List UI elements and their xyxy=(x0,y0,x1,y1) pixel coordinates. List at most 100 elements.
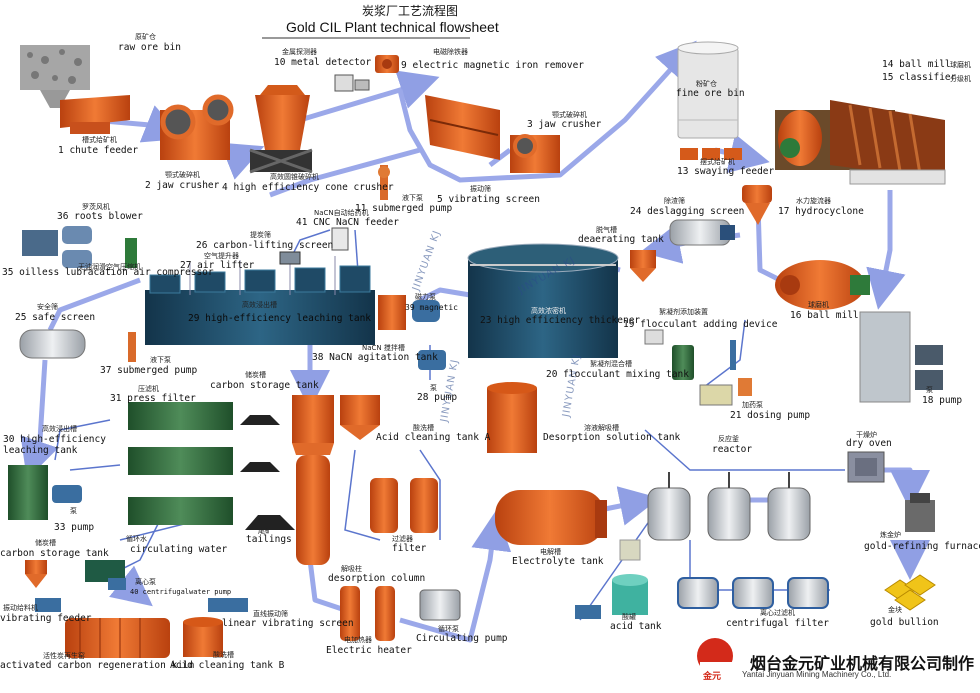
label-acid-tank: acid tank xyxy=(610,621,662,632)
cnc-nacn-feeder xyxy=(331,227,349,251)
submerged-pump-11 xyxy=(378,165,390,200)
label-submerged-pump-37-cn: 液下泵 xyxy=(150,356,171,364)
refining-furnace xyxy=(905,493,935,532)
thin-line-12 xyxy=(699,319,746,391)
vibrating-feeder xyxy=(35,598,61,612)
carbon-lifting-screen xyxy=(279,251,301,265)
flow-line-16 xyxy=(307,559,346,613)
label-desorption-solution: Desorption solution tank xyxy=(543,432,681,443)
label-cone-crusher: 4 high efficiency cone crusher xyxy=(222,182,394,193)
thin-line-11 xyxy=(579,519,651,621)
label-magnetic-39-cn: 磁力泵 xyxy=(415,293,436,301)
label-hydrocyclone-cn: 水力旋流器 xyxy=(796,197,831,205)
label-hydrocyclone: 17 hydrocyclone xyxy=(778,206,864,217)
label-deslagging-screen-cn: 除渣筛 xyxy=(664,197,685,205)
label-iron-remover-cn: 电磁除铁器 xyxy=(433,48,468,56)
label-jaw-crusher-3-cn: 颚式破碎机 xyxy=(552,111,587,119)
label-leaching-tank: 29 high-efficiency leaching tank xyxy=(188,313,372,324)
label-ball-mill-16: 16 ball mill xyxy=(790,310,859,321)
flow-line-15 xyxy=(20,359,59,480)
label-leaching-30-cn: 高效浸出槽 xyxy=(42,425,77,433)
label-circulating-pump: Circulating pump xyxy=(416,633,508,644)
label-classifier-cn: 分级机 xyxy=(950,75,971,83)
label-electrolyte-tank: Electrolyte tank xyxy=(512,556,604,567)
label-air-compressor-cn: 无油润滑空气压缩机 xyxy=(78,263,141,271)
label-jaw-crusher-2-cn: 颚式破碎机 xyxy=(165,171,200,179)
label-acid-cleaning-a-cn: 酸洗槽 xyxy=(413,424,434,432)
label-raw-ore-bin: raw ore bin xyxy=(118,42,181,53)
label-jaw-crusher-3: 3 jaw crusher xyxy=(527,119,602,130)
label-flocculant-adding: 19 flocculant adding device xyxy=(623,319,778,330)
acid-tank xyxy=(575,539,648,619)
classifier xyxy=(830,100,946,185)
label-gold-bullion-cn: 金块 xyxy=(888,606,902,614)
label-chute-feeder-cn: 槽式给矿机 xyxy=(82,136,117,144)
thin-line-7 xyxy=(344,449,381,541)
label-regeneration-kiln-cn: 活性炭再生窑 xyxy=(43,652,85,660)
label-metal-detector: 10 metal detector xyxy=(274,57,372,68)
deaerating-tank xyxy=(630,250,656,282)
leaching-tank-29 xyxy=(145,256,375,345)
carbon-storage-tank-tall xyxy=(292,395,334,565)
label-acid-cleaning-b-cn: 酸洗槽 xyxy=(213,651,234,659)
label-iron-remover: 9 electric magnetic iron remover xyxy=(401,60,585,71)
label-dry-oven-cn: 干燥炉 xyxy=(856,431,877,439)
label-centrifugal-filter: centrifugal filter xyxy=(726,618,829,629)
leaching-tank-30 xyxy=(8,465,82,520)
label-ball-mill-14: 14 ball mill xyxy=(882,59,951,70)
label-submerged-pump-37: 37 submerged pump xyxy=(100,365,198,376)
label-circulating-water-cn: 循环水 xyxy=(126,535,147,543)
label-carbon-lifting-screen: 26 carbon-lifting screen xyxy=(196,240,334,251)
label-desorption-column: desorption column xyxy=(328,573,426,584)
thin-line-5 xyxy=(69,464,121,471)
label-air-lifter-cn: 空气提升器 xyxy=(204,252,239,260)
label-fine-ore-bin-cn: 粉矿仓 xyxy=(696,80,717,88)
flow-line-8 xyxy=(866,190,906,310)
carbon-storage-tank-left xyxy=(25,560,47,588)
label-safe-screen: 25 safe screen xyxy=(15,312,96,323)
label-roots-blower: 36 roots blower xyxy=(57,211,143,222)
label-centrifugal-water-pump-cn: 离心泵 xyxy=(135,578,156,586)
nacn-agitation-tank xyxy=(378,295,440,330)
acid-cleaning-tank-b xyxy=(183,617,223,657)
deslagging-screen xyxy=(669,219,735,246)
label-linear-screen: linear vibrating screen xyxy=(222,618,354,629)
label-centrifugal-water-pump: 40 centrifugalwater pump xyxy=(130,588,232,596)
ball-mill-16 xyxy=(775,260,870,310)
label-safe-screen-cn: 安全筛 xyxy=(37,303,58,311)
press-filters xyxy=(128,402,295,530)
label-vibrating-feeder-cn: 振动给料机 xyxy=(3,604,38,612)
cone-crusher xyxy=(249,85,313,174)
label-tailings-cn: 尾矿 xyxy=(258,527,272,535)
safe-screen xyxy=(19,329,86,359)
label-press-filter: 31 press filter xyxy=(110,393,196,404)
company-logo xyxy=(697,638,733,674)
label-dosing-pump: 21 dosing pump xyxy=(730,410,811,421)
linear-vibrating-screen xyxy=(208,598,248,612)
flow-line-17 xyxy=(399,510,512,643)
label-metal-detector-cn: 金属探测器 xyxy=(282,48,317,56)
flow-line-18 xyxy=(599,486,660,526)
company-name-en: Yantai Jinyuan Mining Machinery Co., Ltd… xyxy=(742,670,892,679)
label-dry-oven: dry oven xyxy=(846,438,892,449)
flowsheet-title-en: Gold CIL Plant technical flowsheet xyxy=(286,19,499,35)
label-thickener: 23 high efficiency thickener xyxy=(480,315,641,326)
roots-blower xyxy=(22,226,137,268)
label-carbon-storage-top-cn: 储炭槽 xyxy=(245,371,266,379)
flow-line-5 xyxy=(269,147,421,198)
reactors xyxy=(647,472,811,541)
label-ball-mill-14-cn: 球磨机 xyxy=(950,61,971,69)
label-chute-feeder: 1 chute feeder xyxy=(58,145,139,156)
label-raw-ore-bin-cn: 原矿仓 xyxy=(135,33,156,41)
label-cone-crusher-cn: 高效圆锥破碎机 xyxy=(270,173,319,181)
label-pump-28-cn: 泵 xyxy=(430,384,437,392)
regeneration-kiln xyxy=(65,618,170,658)
label-pump-18-cn: 泵 xyxy=(926,386,933,394)
label-cnc-feeder: 41 CNC NaCN feeder xyxy=(296,217,399,228)
label-classifier: 15 classifier xyxy=(882,72,957,83)
label-carbon-lifting-screen-cn: 提炭筛 xyxy=(250,231,271,239)
label-reactor-cn: 反应釜 xyxy=(718,435,739,443)
label-circulating-water: circulating water xyxy=(130,544,228,555)
